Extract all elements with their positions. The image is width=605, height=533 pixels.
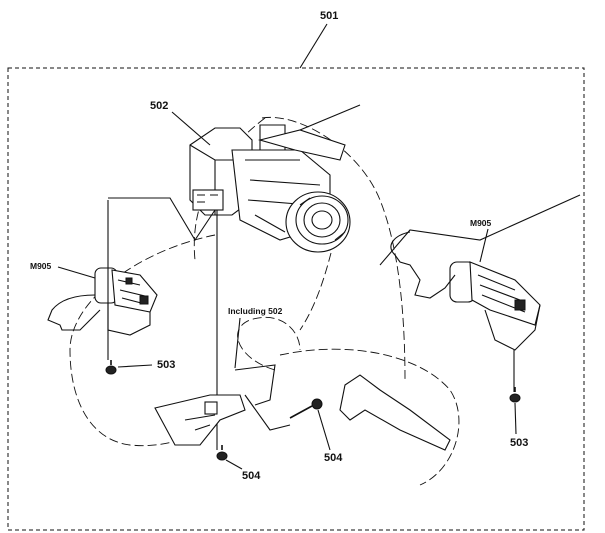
flex-cable-left <box>47 294 101 331</box>
screw-504-right <box>289 398 323 419</box>
motor-right-m905 <box>449 261 541 351</box>
leader-503-right <box>514 402 517 435</box>
leader-m905-left <box>57 266 96 279</box>
lens-block-502 <box>189 104 361 253</box>
label-501: 501 <box>320 10 338 22</box>
label-502: 502 <box>150 100 168 112</box>
label-m905-right: M905 <box>470 218 492 228</box>
bracket-line-right <box>379 194 581 266</box>
leader-m905-right <box>479 228 489 263</box>
label-504-center: 504 <box>242 470 261 482</box>
label-503-right: 503 <box>510 437 528 449</box>
leader-502 <box>171 111 211 146</box>
leader-including-502 <box>234 317 241 369</box>
label-503-left: 503 <box>157 359 175 371</box>
leader-504-right <box>317 409 331 451</box>
motor-left-m905 <box>94 267 158 336</box>
label-504-right: 504 <box>324 452 343 464</box>
label-including-502: Including 502 <box>228 306 283 316</box>
label-m905-left: M905 <box>30 261 52 271</box>
assembly-boundary <box>7 67 585 531</box>
screw-504-center <box>216 445 228 461</box>
leader-503-left <box>117 364 153 368</box>
screw-503-right <box>509 387 521 403</box>
bottom-bracket <box>154 364 291 446</box>
screw-503-left <box>105 360 117 375</box>
bracket-line-left <box>108 197 216 242</box>
flex-cable-center <box>339 374 451 451</box>
leader-501 <box>299 23 328 69</box>
flex-cable-right <box>390 231 456 299</box>
leader-504-center <box>225 459 243 470</box>
